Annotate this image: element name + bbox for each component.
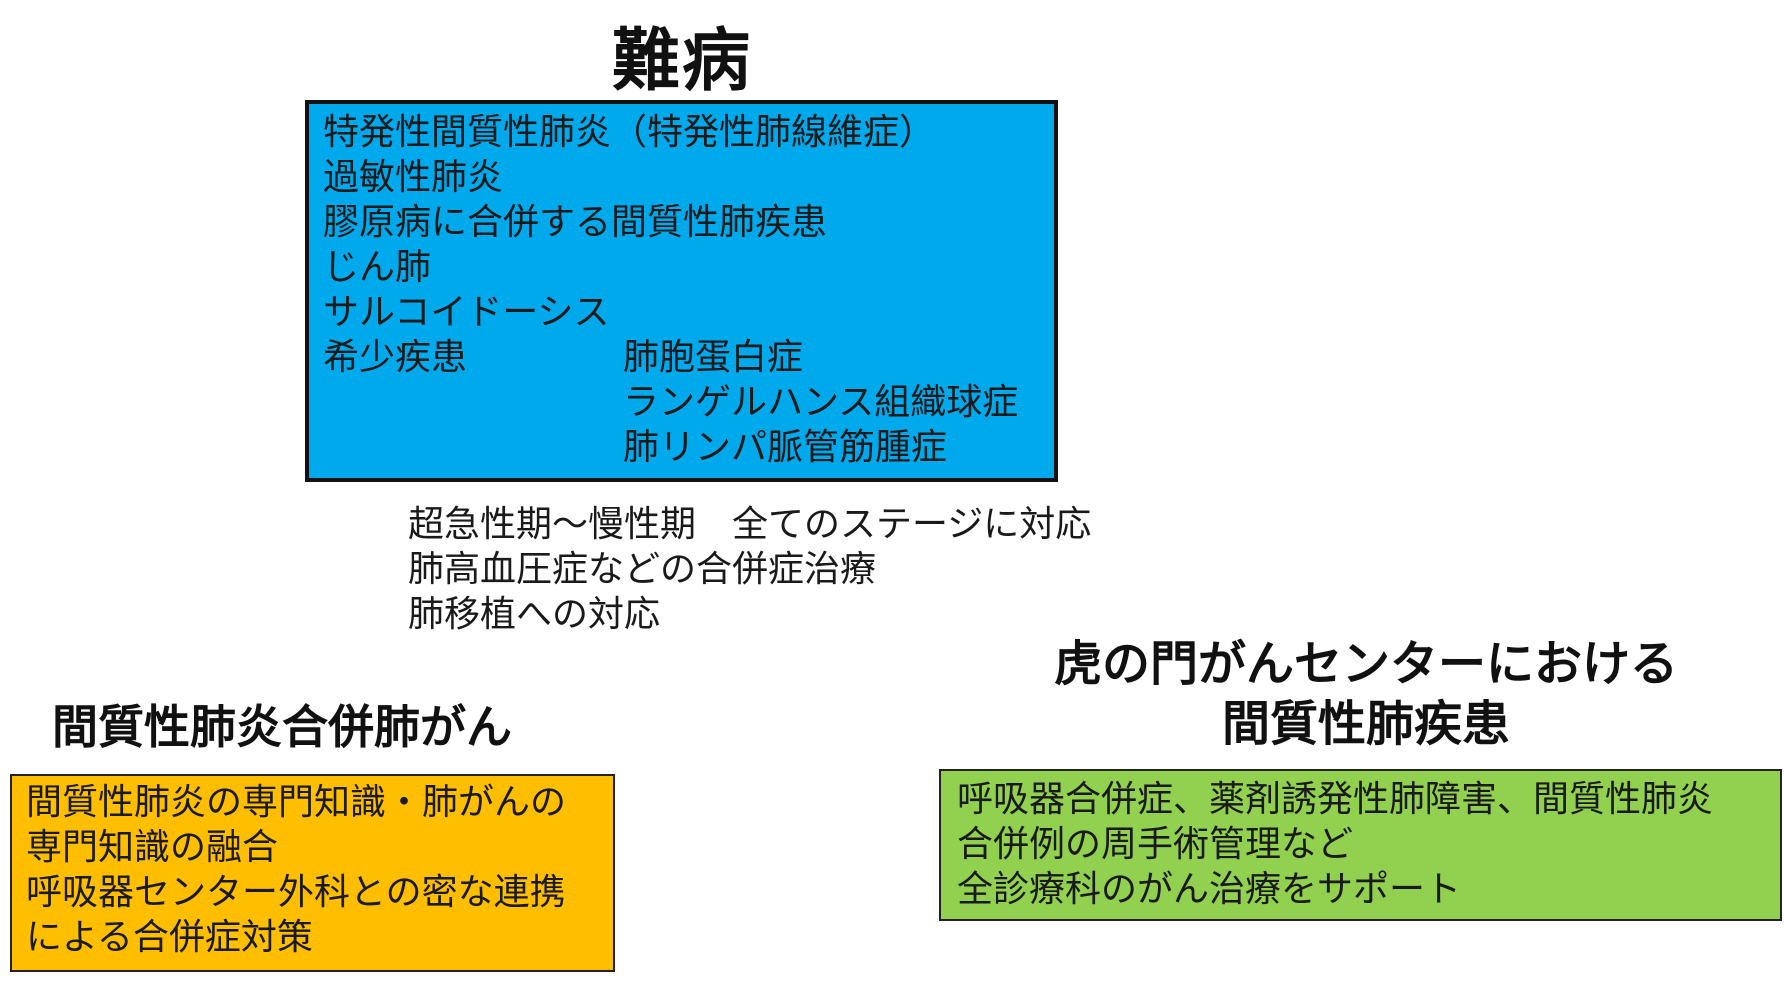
nanbyo-notes: 超急性期～慢性期 全てのステージに対応 肺高血圧症などの合併症治療 肺移植への対…: [408, 502, 1091, 637]
disease-item: 膠原病に合併する間質性肺疾患: [323, 202, 828, 243]
ild-cancer-line: 呼吸器センター外科との密な連携: [26, 872, 566, 913]
toranomon-box: 呼吸器合併症、薬剤誘発性肺障害、間質性肺炎 合併例の周手術管理など 全診療科のが…: [939, 769, 1782, 921]
ild-cancer-line: 間質性肺炎の専門知識・肺がんの: [26, 782, 567, 823]
rare-disease-label: 希少疾患: [323, 337, 468, 378]
toranomon-title-line: 間質性肺疾患: [1221, 696, 1510, 752]
rare-disease-list: 肺胞蛋白症 ランゲルハンス組織球症 肺リンパ脈管筋腫症: [623, 335, 1018, 470]
nanbyo-title: 難病: [612, 22, 753, 101]
disease-item: サルコイドーシス: [323, 292, 610, 333]
disease-item: 特発性間質性肺炎（特発性肺線維症）: [323, 112, 936, 153]
ild-cancer-line: による合併症対策: [26, 917, 313, 958]
disease-item: じん肺: [323, 247, 432, 288]
note-line: 超急性期～慢性期 全てのステージに対応: [408, 504, 1092, 545]
toranomon-title-line: 虎の門がんセンターにおける: [1053, 636, 1678, 692]
rare-disease-group: 希少疾患 肺胞蛋白症 ランゲルハンス組織球症 肺リンパ脈管筋腫症: [323, 335, 1054, 470]
ild-cancer-title: 間質性肺炎合併肺がん: [52, 700, 512, 754]
rare-disease-item: 肺胞蛋白症: [623, 337, 804, 378]
toranomon-line: 全診療科のがん治療をサポート: [957, 869, 1462, 910]
rare-disease-item: 肺リンパ脈管筋腫症: [623, 427, 948, 468]
ild-cancer-line: 専門知識の融合: [26, 827, 279, 868]
toranomon-line: 呼吸器合併症、薬剤誘発性肺障害、間質性肺炎: [957, 779, 1714, 820]
nanbyo-disease-box: 特発性間質性肺炎（特発性肺線維症） 過敏性肺炎 膠原病に合併する間質性肺疾患 じ…: [305, 100, 1058, 482]
toranomon-line: 合併例の周手術管理など: [957, 824, 1354, 865]
disease-item: 過敏性肺炎: [323, 157, 504, 198]
rare-disease-item: ランゲルハンス組織球症: [623, 382, 1019, 423]
note-line: 肺移植への対応: [408, 594, 661, 635]
note-line: 肺高血圧症などの合併症治療: [408, 549, 877, 590]
toranomon-title: 虎の門がんセンターにおける 間質性肺疾患: [940, 634, 1784, 754]
ild-cancer-box: 間質性肺炎の専門知識・肺がんの 専門知識の融合 呼吸器センター外科との密な連携 …: [10, 774, 615, 972]
